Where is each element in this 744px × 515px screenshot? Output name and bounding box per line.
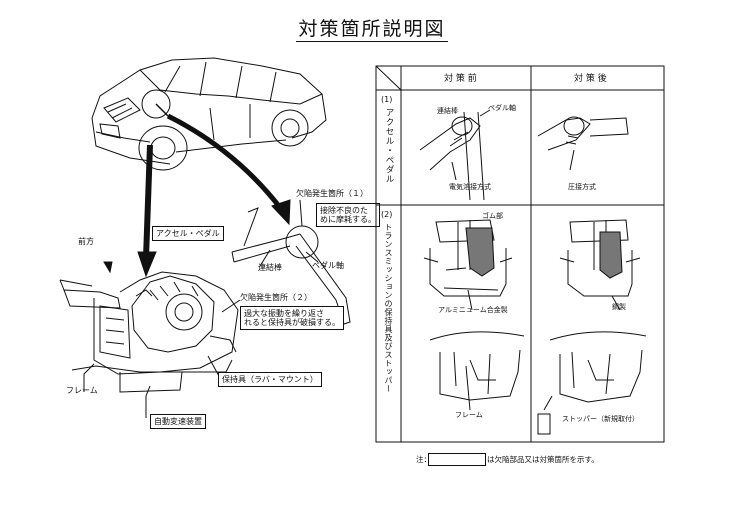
linkage-label: 連結棒 [258,263,282,272]
defect1-note-line2: めに摩耗する。 [320,215,376,225]
defect2-note-line1: 過大な振動を繰り返さ [244,309,324,318]
defect2-title: 欠陥発生箇所（２） [240,293,312,302]
row2-after-label-1: ストッパー（新規取付） [562,415,639,423]
row2-before-label-0: ゴム部 [482,212,503,220]
row2-after-label-0: 鋼製 [612,303,626,311]
row2-before-drawing [423,219,525,411]
row2-after-drawing [537,219,647,435]
holder-label: 保持具（ラバ・マウント） [218,372,322,388]
row1-after-label-0: 圧接方式 [568,183,596,191]
note-text: は欠陥部品又は対策箇所を示す。 [487,455,599,464]
pedal-illustration [231,207,351,325]
row1-before-label-1: ペダル軸 [488,104,516,112]
row1-name: アクセル・ペダル [384,108,394,184]
row1-after-drawing [537,116,629,171]
transmission-illustration [59,261,239,393]
defect1-title: 欠陥発生箇所（１） [296,189,368,198]
frame-label: フレーム [66,386,98,395]
left-illustration [59,57,351,418]
row2-before-label-1: アルミニューム合金製 [438,306,508,314]
row1-before-label-2: 電気溶接方式 [449,183,491,191]
defect2-note-line2: れると保持具が破損する。 [244,318,340,328]
defect1-note-line1: 接除不良のた [320,206,368,215]
note-prefix: 注： [416,455,431,464]
front-label: 前方 [78,237,94,246]
header-after: 対 策 後 [574,74,607,84]
note-legend-box [428,453,486,466]
defect1-note: 接除不良のた めに摩耗する。 [316,203,380,228]
row1-number: (1) [381,95,393,104]
transmission-label: 自動変速装置 [150,414,206,430]
pedal-shaft-label: ペダル軸 [312,261,344,270]
page-title: 対策箇所説明図 [296,18,448,42]
header-before: 対 策 前 [444,74,477,84]
car-illustration [91,57,327,171]
accel-pedal-box: アクセル・ペダル [152,226,224,242]
row2-before-label-2: フレーム [455,411,483,419]
row2-number: (2) [381,210,393,219]
defect2-note: 過大な振動を繰り返さ れると保持具が破損する。 [240,306,344,331]
row1-before-drawing [419,109,491,201]
row1-before-label-0: 連結棒 [437,107,458,115]
row2-name: トランスミッションの保持具及びストッパー [384,223,393,393]
